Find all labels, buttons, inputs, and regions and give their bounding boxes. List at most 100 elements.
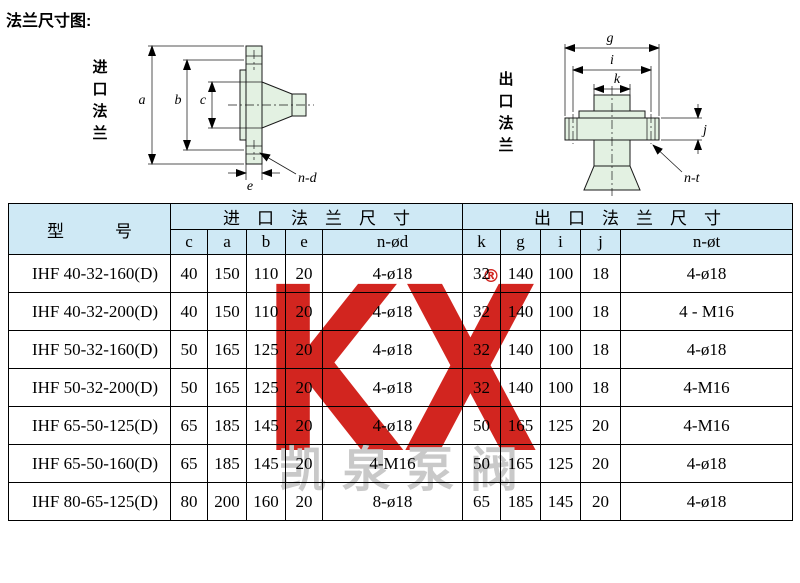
dim-cell: 165 [207,330,247,369]
dim-cell: 140 [500,292,542,331]
dim-cell: 80 [170,482,208,521]
outlet-dim-j: j [661,104,707,154]
dim-cell: 4-ø18 [321,406,464,445]
table-row: IHF 50-32-200(D) 50 165 125 20 4-ø18 32 … [8,368,794,407]
header-col-nt: n-øt [620,229,794,255]
dim-cell: 110 [246,292,286,331]
dim-label-k: k [614,72,621,87]
model-cell: IHF 50-32-200(D) [8,368,171,407]
model-cell: IHF 40-32-200(D) [8,292,171,331]
dim-cell: 145 [540,482,582,521]
header-col-i: i [540,229,582,255]
header-col-a: a [207,229,247,255]
dim-cell: 4-M16 [620,368,794,407]
dim-cell: 160 [246,482,286,521]
inlet-label-char-1: 进 [92,59,107,76]
dim-cell: 50 [170,368,208,407]
outlet-dim-i: i [572,53,652,112]
dim-cell: 4-ø18 [620,330,794,369]
header-col-nd: n-ød [321,229,464,255]
dim-cell: 4-ø18 [620,482,794,521]
inlet-dim-nd: n-d [259,152,318,186]
dim-cell: 18 [580,368,622,407]
dim-cell: 32 [462,368,502,407]
dim-cell: 4-ø18 [321,330,464,369]
model-cell: IHF 80-65-125(D) [8,482,171,521]
header-row-groups: 型 号 进 口 法 兰 尺 寸 出 口 法 兰 尺 寸 [8,203,794,255]
dim-label-nd: n-d [298,171,318,186]
dim-label-c: c [200,93,207,108]
dim-label-i: i [610,53,614,68]
header-row-columns: c a b e n-ød k g i j n-øt [9,229,794,255]
outlet-label-char-3: 法 [498,114,513,132]
dim-cell: 125 [246,330,286,369]
model-cell: IHF 40-32-160(D) [8,254,171,293]
inlet-label-char-3: 法 [92,102,107,120]
table-row: IHF 65-50-125(D) 65 185 145 20 4-ø18 50 … [8,406,794,445]
inlet-label-char-2: 口 [92,82,107,98]
dim-cell: 165 [500,406,542,445]
dim-cell: 4 - M16 [620,292,794,331]
dim-cell: 40 [170,292,208,331]
outlet-flange-drawing: 出 口 法 兰 g [498,31,707,196]
dim-cell: 4-ø18 [620,444,794,483]
dim-label-g: g [607,31,614,46]
inlet-dim-b: b [175,59,244,151]
header-col-j: j [580,229,622,255]
dim-cell: 50 [462,444,502,483]
dim-cell: 125 [246,368,286,407]
dim-cell: 165 [207,368,247,407]
inlet-flange-shape [228,45,314,165]
dim-cell: 145 [246,444,286,483]
header-col-c: c [170,229,208,255]
dim-cell: 65 [170,406,208,445]
dim-cell: 185 [207,444,247,483]
dim-cell: 8-ø18 [321,482,464,521]
model-cell: IHF 65-50-160(D) [8,444,171,483]
dim-cell: 100 [540,254,582,293]
dim-cell: 100 [540,292,582,331]
dim-cell: 4-M16 [620,406,794,445]
dim-cell: 20 [580,482,622,521]
dim-cell: 110 [246,254,286,293]
header-col-g: g [500,229,542,255]
outlet-label-char-2: 口 [498,94,513,110]
flange-diagrams: 进 口 法 兰 a [92,31,707,196]
dim-cell: 4-ø18 [321,292,464,331]
outlet-dim-k: k [593,72,631,95]
table-row: IHF 40-32-160(D) 40 150 110 20 4-ø18 32 … [8,254,794,293]
dim-cell: 65 [170,444,208,483]
dim-cell: 18 [580,254,622,293]
table-row: IHF 80-65-125(D) 80 200 160 20 8-ø18 65 … [8,482,794,521]
dim-cell: 100 [540,368,582,407]
dim-cell: 65 [462,482,502,521]
inlet-dim-c: c [200,81,262,129]
page-title: 法兰尺寸图: [6,13,92,30]
dim-cell: 185 [500,482,542,521]
dim-cell: 150 [207,254,247,293]
dim-cell: 200 [207,482,247,521]
dim-cell: 150 [207,292,247,331]
model-cell: IHF 65-50-125(D) [8,406,171,445]
dim-cell: 125 [540,444,582,483]
dim-cell: 4-ø18 [620,254,794,293]
dim-cell: 40 [170,254,208,293]
dim-cell: 125 [540,406,582,445]
dim-cell: 140 [500,254,542,293]
outlet-dim-g: g [564,31,660,116]
table-row: IHF 65-50-160(D) 65 185 145 20 4-M16 50 … [8,444,794,483]
outlet-label-char-1: 出 [498,70,513,88]
dim-cell: 20 [285,368,323,407]
dim-label-e: e [247,179,253,194]
outlet-label-char-4: 兰 [498,136,513,154]
header-col-k: k [462,229,502,255]
header-col-e: e [285,229,323,255]
dim-cell: 20 [285,330,323,369]
inlet-dim-e: e [228,164,280,194]
dim-label-j: j [701,123,707,138]
dim-cell: 32 [462,292,502,331]
dim-cell: 20 [285,482,323,521]
inlet-flange-drawing: 进 口 法 兰 a [92,45,318,194]
dim-cell: 140 [500,368,542,407]
outlet-dim-nt: n-t [652,144,701,186]
